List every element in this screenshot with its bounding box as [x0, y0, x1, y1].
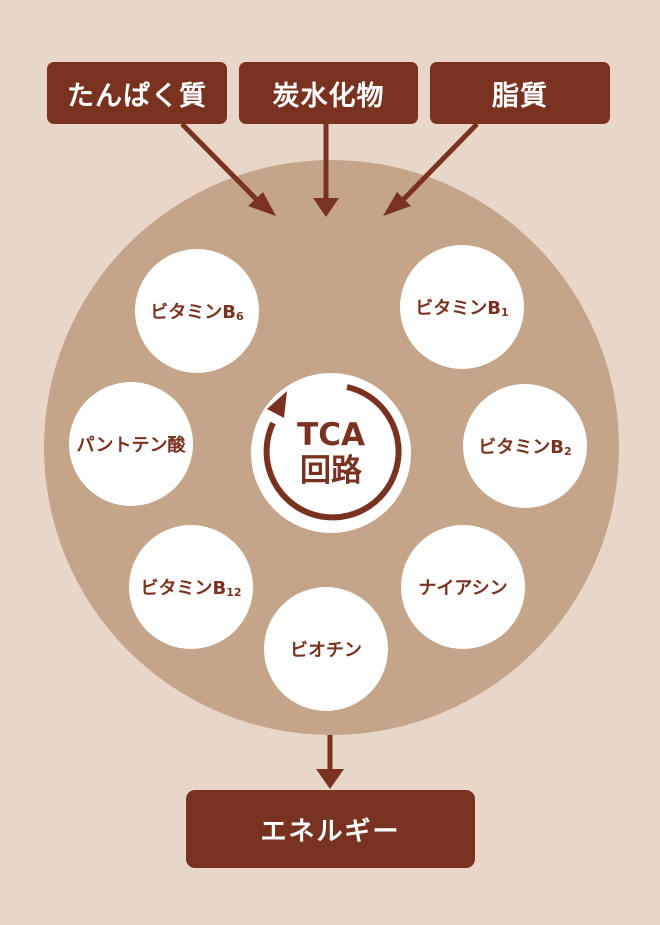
- vitamin-b2-label: ビタミンB2: [478, 437, 572, 458]
- energy-box: エネルギー: [186, 790, 475, 868]
- fat-arrow-head: [383, 192, 411, 216]
- niacin-circle: ナイアシン: [401, 525, 525, 649]
- tca-cycle-circle: TCA 回路: [251, 373, 411, 533]
- vitamin-b12-label: ビタミンB12: [140, 578, 242, 599]
- cycle-arrow-icon: [263, 384, 402, 521]
- tca-label-line2: 回路: [300, 453, 362, 489]
- vitamin-b1-circle: ビタミンB1: [400, 245, 524, 369]
- vitamin-b12-circle: ビタミンB12: [129, 525, 253, 649]
- protein-arrow-shaft: [180, 122, 262, 205]
- vitamin-b6-label: ビタミンB6: [150, 302, 244, 323]
- carbohydrate-arrow-head: [313, 198, 339, 217]
- fat-arrow-shaft: [398, 122, 479, 205]
- pantothenic-acid-circle: パントテン酸: [69, 382, 193, 506]
- vitamin-b6-circle: ビタミンB6: [135, 249, 259, 373]
- tca-label: TCA 回路: [251, 373, 411, 533]
- biotin-circle: ビオチン: [264, 587, 388, 711]
- carbohydrate-box: 炭水化物: [239, 62, 418, 124]
- vitamin-b1-label: ビタミンB1: [415, 298, 509, 319]
- pantothenic-acid-label: パントテン酸: [76, 435, 186, 456]
- energy-arrow-head: [316, 769, 344, 789]
- protein-arrow-head: [248, 192, 276, 216]
- protein-box: たんぱく質: [47, 62, 227, 124]
- vitamin-b2-circle: ビタミンB2: [463, 384, 587, 508]
- niacin-label: ナイアシン: [418, 578, 508, 599]
- biotin-label: ビオチン: [290, 640, 362, 661]
- tca-label-line1: TCA: [297, 417, 365, 453]
- fat-box: 脂質: [430, 62, 610, 124]
